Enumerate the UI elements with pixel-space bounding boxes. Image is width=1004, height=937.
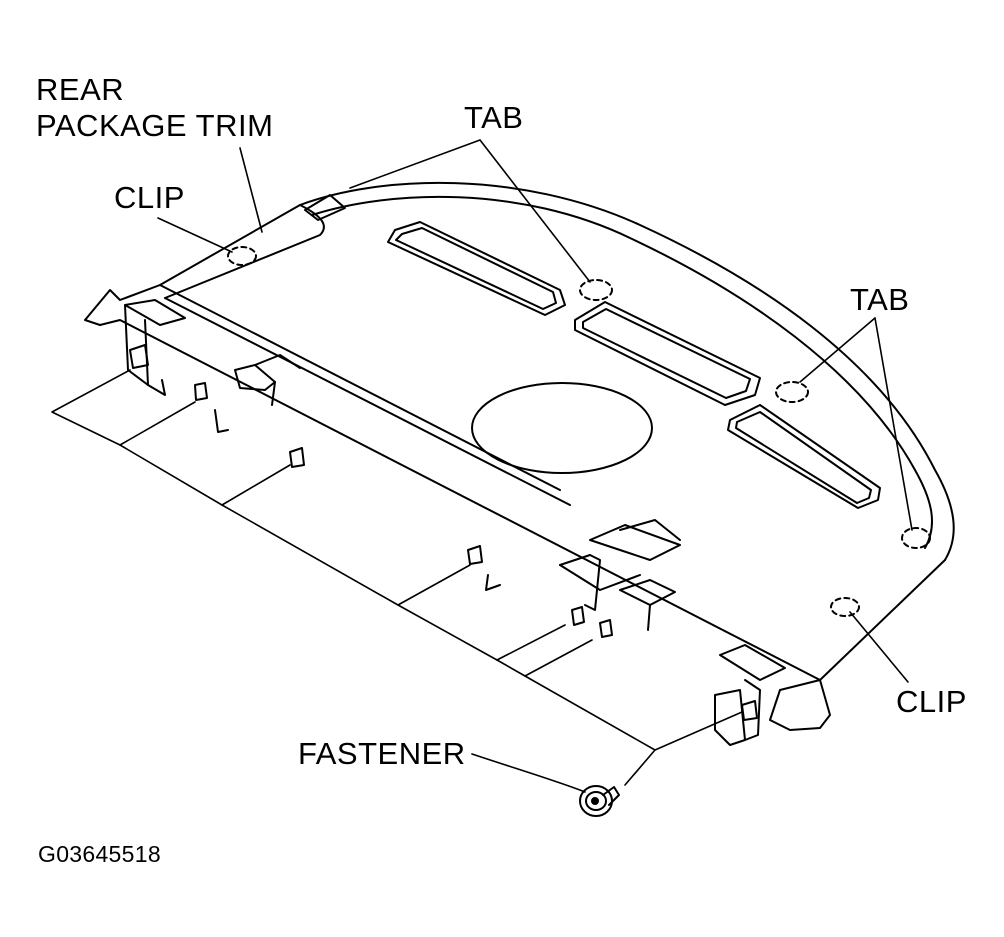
leader-rear-package-trim bbox=[239, 147, 263, 233]
mounting-brackets bbox=[124, 299, 786, 746]
leader-lines bbox=[157, 139, 913, 793]
label-package-trim: PACKAGE TRIM bbox=[36, 108, 274, 143]
label-fastener: FASTENER bbox=[298, 736, 466, 771]
speaker-opening bbox=[471, 382, 653, 474]
trim-panel bbox=[84, 181, 955, 731]
leader-clip-left bbox=[157, 217, 233, 253]
fastener-part bbox=[579, 785, 620, 817]
locator-marks bbox=[227, 246, 931, 617]
leader-tab-top-a bbox=[349, 139, 481, 189]
figure-id: G03645518 bbox=[38, 841, 161, 867]
clip-left-locator bbox=[227, 246, 257, 266]
tab-right-lower-locator bbox=[901, 527, 931, 549]
leader-tab-top-b bbox=[479, 139, 591, 283]
trim-openings bbox=[304, 194, 881, 509]
label-clip-left: CLIP bbox=[114, 180, 185, 215]
label-tab-top: TAB bbox=[464, 100, 524, 135]
tab-top-locator bbox=[579, 279, 613, 301]
leader-clip-right bbox=[849, 611, 909, 683]
leader-tab-right-b bbox=[874, 317, 913, 531]
projection-lines bbox=[51, 369, 743, 786]
tab-right-upper-locator bbox=[775, 381, 809, 403]
label-clip-right: CLIP bbox=[896, 684, 967, 719]
leader-fastener bbox=[471, 753, 586, 793]
clip-right-locator bbox=[830, 597, 860, 617]
label-rear: REAR bbox=[36, 72, 125, 107]
label-tab-right: TAB bbox=[850, 282, 910, 317]
leader-tab-right-a bbox=[799, 317, 876, 383]
